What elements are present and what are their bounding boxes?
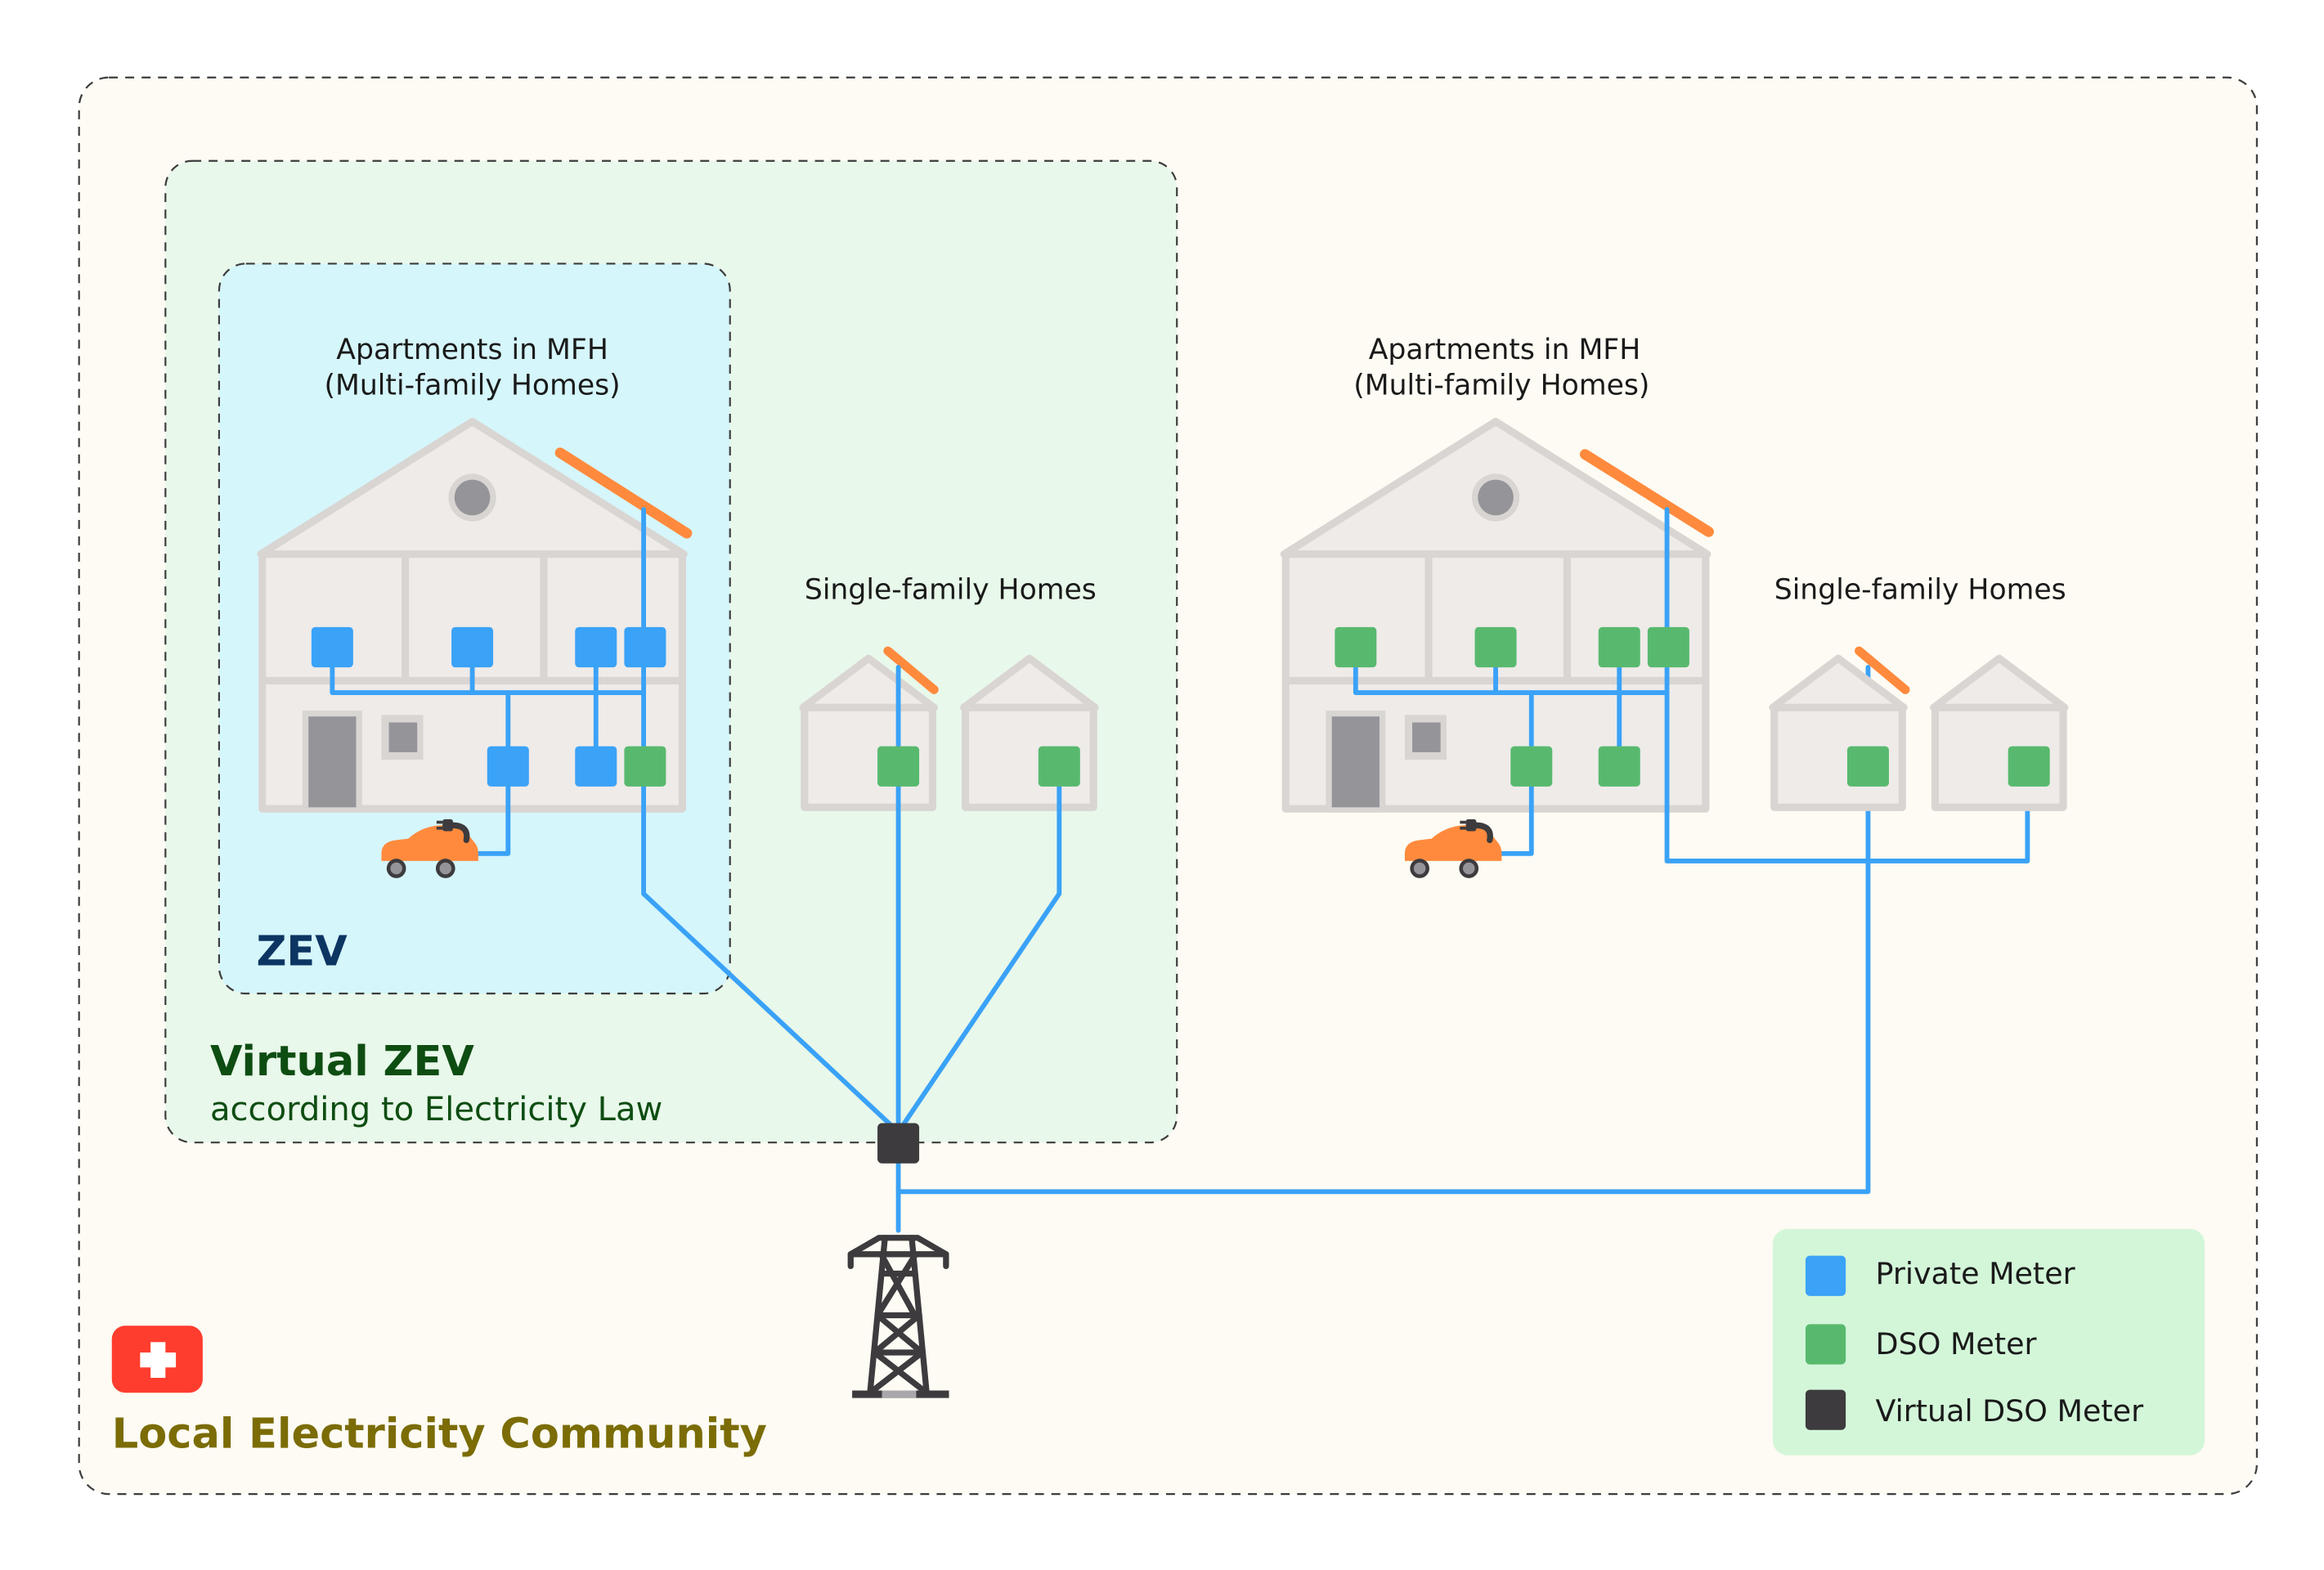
private-meter[interactable] (451, 626, 494, 668)
right-mfh-label-line2: (Multi-family Homes) (1353, 370, 1649, 402)
legend-swatch-dso-meter (1805, 1324, 1846, 1365)
right-sfh-label: Single-family Homes (1774, 573, 2066, 606)
community-title: Local Electricity Community (112, 1411, 767, 1459)
left-sfh-label: Single-family Homes (805, 573, 1097, 606)
dso-meter[interactable] (1510, 746, 1553, 787)
left-mfh-label-line1: Apartments in MFH (336, 334, 608, 366)
private-meter[interactable] (575, 746, 617, 787)
virtual-dso-meter[interactable] (877, 1123, 920, 1164)
solar-panel-icon (1855, 646, 1910, 694)
dso-meter[interactable] (1598, 626, 1640, 668)
zev-title: ZEV (256, 927, 348, 976)
right-mfh-label-line1: Apartments in MFH (1369, 334, 1641, 366)
left-mfh-meters (311, 626, 666, 787)
solar-panel-icon (554, 447, 693, 539)
left-mfh-label-line2: (Multi-family Homes) (325, 370, 621, 402)
dso-meter[interactable] (877, 746, 920, 787)
dso-meter[interactable] (624, 746, 666, 787)
dso-meter[interactable] (1335, 626, 1377, 668)
right-mfh-meters (1335, 626, 1689, 787)
legend-swatch-private-meter (1805, 1255, 1846, 1296)
dso-meter[interactable] (1038, 746, 1080, 787)
dso-meter[interactable] (1647, 626, 1689, 668)
legend-label-dso-meter: DSO Meter (1876, 1326, 2037, 1361)
legend: Private Meter DSO Meter Virtual DSO Mete… (1772, 1228, 2205, 1456)
dso-meter[interactable] (1474, 626, 1517, 668)
legend-swatch-virtual-dso-meter (1805, 1389, 1846, 1430)
left-sfh-wiring (895, 665, 1062, 1135)
swiss-flag-icon (111, 1326, 203, 1393)
private-meter[interactable] (487, 746, 529, 787)
dso-meter[interactable] (1846, 746, 1889, 787)
solar-panel-icon (883, 646, 939, 694)
legend-label-virtual-dso-meter: Virtual DSO Meter (1876, 1393, 2144, 1429)
private-meter[interactable] (311, 626, 353, 668)
dso-meter[interactable] (2008, 746, 2050, 787)
legend-background (1772, 1228, 2205, 1456)
solar-panel-icon (1579, 449, 1714, 537)
private-meter[interactable] (575, 626, 617, 668)
legend-label-private-meter: Private Meter (1876, 1256, 2075, 1291)
virtual-zev-title: Virtual ZEV (210, 1038, 474, 1086)
private-meter[interactable] (624, 626, 666, 668)
dso-meter[interactable] (1598, 746, 1640, 787)
virtual-zev-subtitle: according to Electricity Law (210, 1091, 662, 1128)
